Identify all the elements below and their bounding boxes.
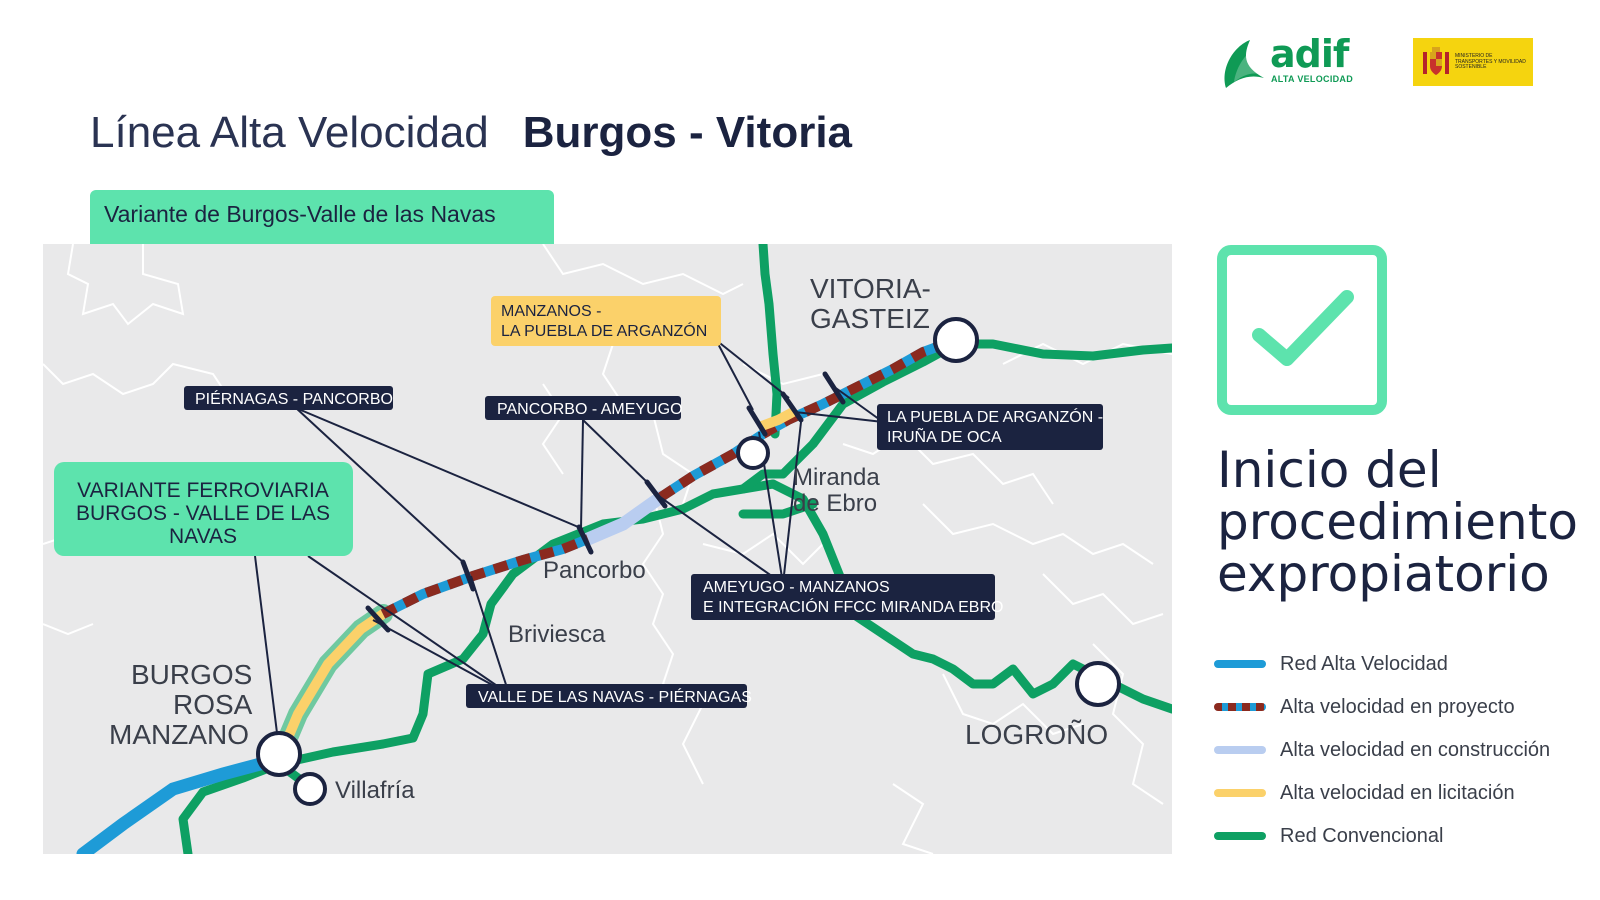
stations	[256, 317, 1121, 806]
city-label-vitoria-2: GASTEIZ	[810, 303, 930, 334]
section-label-text: VARIANTE FERROVIARIA	[77, 479, 329, 502]
city-label-pancorbo: Pancorbo	[543, 557, 646, 584]
adif-logo: adif ALTA VELOCIDAD	[1220, 32, 1380, 90]
legend-swatch	[1214, 660, 1266, 668]
adif-subtitle: ALTA VELOCIDAD	[1271, 74, 1354, 84]
legend-swatch	[1214, 789, 1266, 797]
section-label-text: PANCORBO - AMEYUGO	[497, 401, 683, 418]
legend-swatch	[1214, 832, 1266, 840]
section-label-manzanos-puebla: MANZANOS - LA PUEBLA DE ARGANZÓN	[491, 296, 721, 346]
section-label-text: E INTEGRACIÓN FFCC MIRANDA EBRO	[703, 597, 1003, 616]
legend-item-alta-velocidad-proyecto: Alta velocidad en proyecto	[1214, 693, 1594, 723]
legend-label: Red Alta Velocidad	[1280, 653, 1448, 675]
legend-swatch	[1214, 703, 1266, 711]
section-label-valle-piernagas: VALLE DE LAS NAVAS - PIÉRNAGAS	[466, 684, 752, 708]
high-speed-construction	[581, 490, 668, 546]
status-line: procedimiento	[1217, 493, 1578, 551]
legend-item-red-alta-velocidad: Red Alta Velocidad	[1214, 650, 1594, 680]
high-speed-network	[76, 752, 286, 854]
city-label-logrono: LOGROÑO	[965, 719, 1108, 750]
section-label-text: AMEYUGO - MANZANOS	[703, 579, 890, 596]
page-title: Línea Alta Velocidad Burgos - Vitoria	[90, 108, 852, 158]
legend-label: Alta velocidad en construcción	[1280, 739, 1551, 761]
city-label-burgos-3: MANZANO	[109, 719, 249, 750]
status-text: Inicio del procedimiento expropiatorio	[1217, 441, 1578, 603]
station-burgos	[256, 731, 302, 777]
page-title-line: Línea Alta Velocidad	[90, 108, 489, 157]
station-miranda	[736, 436, 770, 470]
section-label-text: MANZANOS -	[501, 303, 601, 320]
map-canvas: VITORIA- GASTEIZ Miranda de Ebro Pancorb…	[43, 244, 1172, 854]
legend-item-red-convencional: Red Convencional	[1214, 822, 1594, 852]
leader-lines	[254, 339, 884, 750]
coat-of-arms-icon	[1423, 47, 1449, 75]
legend-item-alta-velocidad-construccion: Alta velocidad en construcción	[1214, 736, 1594, 766]
city-label-briviesca: Briviesca	[508, 621, 606, 648]
high-speed-project	[380, 335, 958, 619]
high-speed-tendering-miranda	[757, 407, 796, 432]
section-label-text: BURGOS - VALLE DE LAS	[76, 502, 330, 525]
section-label-piernagas-pancorbo: PIÉRNAGAS - PANCORBO	[184, 386, 393, 410]
legend-item-alta-velocidad-licitacion: Alta velocidad en licitación	[1214, 779, 1594, 809]
city-label-vitoria-1: VITORIA-	[810, 273, 931, 304]
city-label-burgos-2: ROSA	[173, 689, 253, 720]
section-label-text: NAVAS	[169, 525, 237, 548]
ministry-logo: MINISTERIO DE TRANSPORTES Y MOVILIDAD SO…	[1413, 38, 1533, 86]
adif-wordmark: adif	[1270, 32, 1349, 76]
adif-leaf-icon	[1224, 40, 1264, 88]
section-label-text: IRUÑA DE OCA	[887, 426, 1002, 446]
status-line: Inicio del	[1217, 441, 1442, 499]
page-title-route: Burgos - Vitoria	[522, 108, 853, 157]
railway-map: VITORIA- GASTEIZ Miranda de Ebro Pancorb…	[43, 244, 1172, 854]
checkmark-icon	[1252, 290, 1354, 366]
section-label-text: LA PUEBLA DE ARGANZÓN -	[887, 407, 1103, 426]
section-label-text: PIÉRNAGAS - PANCORBO	[195, 389, 393, 408]
ministry-name: MINISTERIO DE TRANSPORTES Y MOVILIDAD SO…	[1455, 53, 1526, 71]
section-label-text: VALLE DE LAS NAVAS - PIÉRNAGAS	[478, 687, 752, 706]
section-label-variante: VARIANTE FERROVIARIA BURGOS - VALLE DE L…	[54, 462, 353, 556]
city-label-miranda-2: de Ebro	[793, 490, 877, 517]
section-label-pancorbo-ameyugo: PANCORBO - AMEYUGO	[485, 396, 683, 420]
variant-tab: Variante de Burgos-Valle de las Navas	[90, 190, 554, 244]
station-vitoria	[933, 317, 979, 363]
logos: adif ALTA VELOCIDAD MINISTERIO DE TRANSP…	[1220, 32, 1560, 94]
status-line: expropiatorio	[1217, 545, 1550, 603]
section-label-ameyugo-manzanos: AMEYUGO - MANZANOS E INTEGRACIÓN FFCC MI…	[691, 574, 1003, 620]
station-villafria	[293, 772, 327, 806]
legend-label: Alta velocidad en licitación	[1280, 782, 1515, 804]
legend-swatch	[1214, 746, 1266, 754]
legend-label: Red Convencional	[1280, 825, 1444, 847]
legend-label: Alta velocidad en proyecto	[1280, 696, 1515, 718]
section-label-puebla-iruna: LA PUEBLA DE ARGANZÓN - IRUÑA DE OCA	[877, 404, 1103, 450]
section-label-text: LA PUEBLA DE ARGANZÓN	[501, 321, 707, 340]
city-label-miranda-1: Miranda	[793, 464, 880, 491]
high-speed-tendering	[274, 609, 388, 764]
city-label-villafria: Villafría	[335, 777, 415, 804]
station-logrono	[1075, 661, 1121, 707]
city-label-burgos-1: BURGOS	[131, 659, 252, 690]
status-checkbox	[1217, 245, 1387, 415]
